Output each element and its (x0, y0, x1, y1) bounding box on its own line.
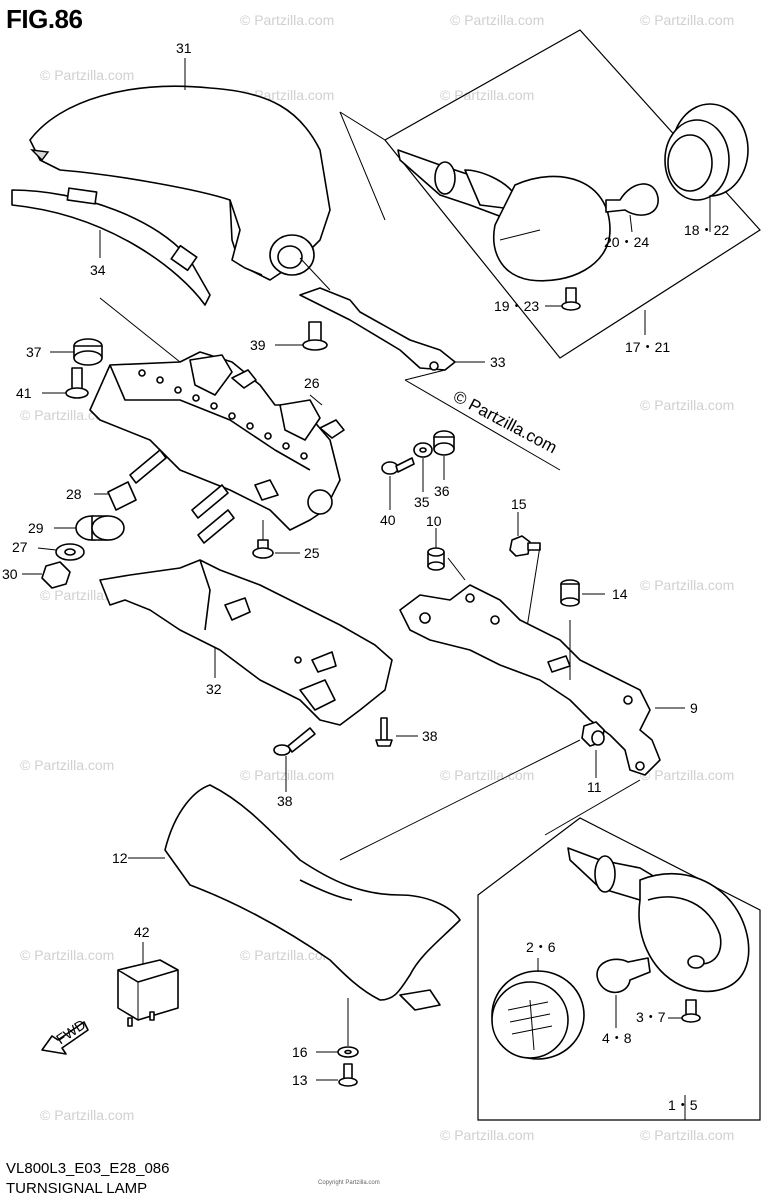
label-17-21: 17・21 (625, 339, 670, 355)
grommet-37 (50, 338, 103, 366)
label-19-23: 19・23 (494, 298, 539, 314)
bracket-9 (399, 584, 685, 776)
diagram-name: TURNSIGNAL LAMP (6, 1180, 148, 1197)
label-11: 11 (587, 779, 602, 795)
label-41: 41 (16, 385, 32, 401)
label-12: 12 (112, 850, 128, 866)
rear-fender-31 (29, 58, 331, 281)
fwd-arrow-icon: FWD (41, 1016, 89, 1055)
watermark-text: © Partzilla.com (640, 12, 734, 28)
rear-lamp-housing (397, 149, 611, 282)
label-37: 37 (26, 344, 42, 360)
watermark-text: © Partzilla.com (240, 767, 334, 783)
label-33: 33 (490, 354, 506, 370)
label-20-24: 20・24 (604, 234, 649, 250)
screw-3-7 (668, 999, 701, 1023)
bracket-33 (299, 257, 561, 471)
nut-30 (22, 561, 71, 589)
label-31: 31 (176, 40, 192, 56)
label-38a: 38 (422, 728, 438, 744)
fine-print: Copyright Partzilla.com (318, 1180, 380, 1186)
cover-12 (128, 784, 461, 1011)
watermark-text: © Partzilla.com (20, 947, 114, 963)
label-9: 9 (690, 700, 698, 716)
bolt-39 (275, 321, 328, 351)
label-4-8: 4・8 (602, 1030, 632, 1046)
watermark-text: © Partzilla.com (240, 947, 334, 963)
label-3-7: 3・7 (636, 1009, 666, 1025)
label-35: 35 (414, 494, 430, 510)
screw-40 (381, 457, 415, 510)
center-watermark: © Partzilla.com (450, 387, 560, 458)
rear-bulb (605, 183, 659, 233)
leader-lines (644, 310, 686, 1120)
screw-19-23 (545, 287, 581, 311)
watermark-text: © Partzilla.com (640, 1127, 734, 1143)
screw-38b (273, 727, 316, 792)
front-turnsignal-box (339, 739, 761, 1121)
label-34: 34 (90, 262, 106, 278)
watermark-text: © Partzilla.com (40, 1107, 134, 1123)
watermark-text: © Partzilla.com (440, 1127, 534, 1143)
label-30: 30 (2, 566, 18, 582)
watermark-text: © Partzilla.com (20, 757, 114, 773)
bolt-25 (252, 520, 300, 559)
label-18-22: 18・22 (684, 222, 729, 238)
label-25: 25 (304, 545, 320, 561)
front-lens (491, 958, 585, 1060)
watermark-text: © Partzilla.com (640, 397, 734, 413)
part-labels: 31 34 37 41 39 26 33 28 29 27 30 25 40 3… (2, 40, 729, 1113)
label-28: 28 (66, 486, 82, 502)
label-40: 40 (380, 512, 396, 528)
label-26: 26 (304, 375, 320, 391)
label-29: 29 (28, 520, 44, 536)
carrier-bracket-26 (89, 297, 345, 531)
watermark-text: © Partzilla.com (240, 12, 334, 28)
watermark-text: © Partzilla.com (440, 87, 534, 103)
lower-bracket-32 (99, 559, 393, 726)
label-27: 27 (12, 539, 28, 555)
label-38b: 38 (277, 793, 293, 809)
label-32: 32 (206, 681, 222, 697)
front-lamp-housing (567, 847, 750, 993)
label-15: 15 (511, 496, 527, 512)
washer-35 (413, 442, 433, 492)
screw-13 (316, 1063, 358, 1087)
washer-27 (37, 543, 85, 561)
grommet-10 (427, 528, 466, 581)
screw-38a (375, 717, 418, 747)
studs (129, 449, 235, 544)
figure-title: FIG.86 (6, 4, 83, 34)
background-watermarks: © Partzilla.com © Partzilla.com © Partzi… (20, 12, 734, 1143)
watermark-text: © Partzilla.com (450, 12, 544, 28)
label-42: 42 (134, 924, 150, 940)
label-14: 14 (612, 586, 628, 602)
watermark-text: © Partzilla.com (440, 767, 534, 783)
label-2-6: 2・6 (526, 939, 556, 955)
washer-16 (316, 998, 359, 1058)
watermark-text: © Partzilla.com (640, 767, 734, 783)
label-1-5: 1・5 (668, 1097, 698, 1113)
rear-lens-rim (664, 103, 749, 232)
cushion-29 (54, 515, 125, 541)
collar-28 (94, 481, 137, 511)
nut-11 (581, 721, 605, 778)
diagram-code: VL800L3_E03_E28_086 (6, 1160, 170, 1177)
grommet-36 (433, 430, 455, 480)
label-13: 13 (292, 1072, 308, 1088)
front-bulb (596, 957, 651, 1028)
relay-42 (117, 942, 179, 1027)
rear-turnsignal-box (339, 29, 761, 359)
label-16: 16 (292, 1044, 308, 1060)
watermark-text: © Partzilla.com (640, 577, 734, 593)
label-10: 10 (426, 513, 442, 529)
fender-trim-34 (11, 187, 211, 306)
label-36: 36 (434, 483, 450, 499)
bolt-41 (42, 367, 89, 399)
watermark-text: © Partzilla.com (40, 67, 134, 83)
spacer-14 (560, 579, 605, 607)
label-39: 39 (250, 337, 266, 353)
